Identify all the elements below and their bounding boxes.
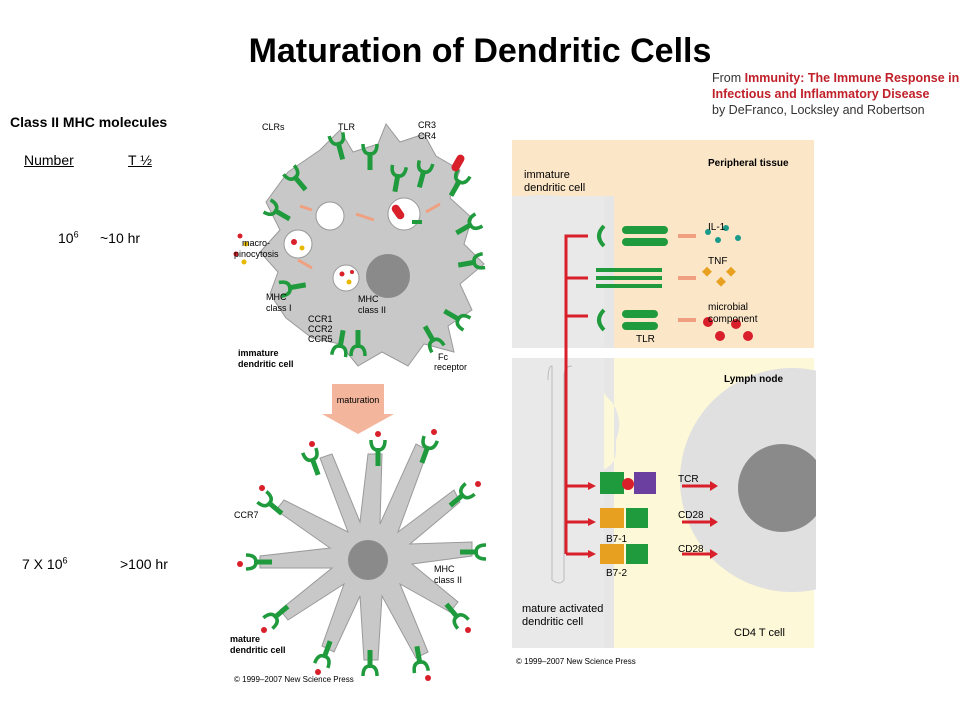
mature-mhc-half-life: >100 hr	[120, 556, 168, 572]
cd28-label-1: CD28	[678, 510, 704, 521]
tlr-receptor-icon	[597, 308, 658, 332]
macropinocytosis-label-1: macro-	[242, 238, 270, 248]
arrow-icon	[355, 212, 375, 222]
b72-cd28-complex-icon	[600, 544, 648, 564]
tlr-label: TLR	[338, 122, 356, 132]
tnf-label: TNF	[708, 256, 727, 267]
mhc-table-heading: Class II MHC molecules	[10, 114, 168, 130]
tcr-mhc-complex-icon	[600, 472, 656, 494]
immature-mhc-half-life: ~10 hr	[100, 230, 141, 246]
mature-nucleus-icon	[348, 540, 388, 580]
dendritic-cell-maturation-figure: CLRs TLR CR3 CR4 macro- pinocytosis MHC …	[230, 120, 488, 684]
fc-receptor-label-1: Fc	[438, 352, 448, 362]
b72-label: B7-2	[606, 568, 628, 579]
macropinocytosis-label-2: pinocytosis	[234, 249, 279, 259]
right-copyright: © 1999–2007 New Science Press	[516, 657, 636, 666]
tnf-ligand-icon	[702, 266, 736, 287]
peripheral-tissue-label: Peripheral tissue	[708, 158, 789, 169]
right-mature-label-2: dendritic cell	[522, 616, 583, 628]
right-immature-label-1: immature	[524, 169, 570, 181]
ccr5-label: CCR5	[308, 334, 333, 344]
t-cell-nucleus-icon	[738, 444, 816, 532]
vacuole-icon	[283, 229, 313, 259]
tnf-receptor-icon	[596, 268, 662, 288]
arrow-icon	[299, 204, 313, 212]
mature-mhc2-label-1: MHC	[434, 564, 455, 574]
cd4-t-cell-label: CD4 T cell	[734, 627, 785, 639]
b71-label: B7-1	[606, 534, 628, 545]
mhc1-label-2: class I	[266, 303, 292, 313]
ccr7-label: CCR7	[234, 510, 259, 520]
mhc2-label-2: class II	[358, 305, 386, 315]
immature-mhc-number: 106	[58, 229, 79, 246]
immature-nucleus-icon	[366, 254, 410, 298]
il1-label: IL-1	[708, 222, 726, 233]
microbial-component-icon	[703, 317, 753, 341]
mhc1-label-1: MHC	[266, 292, 287, 302]
citation-authors: by DeFranco, Locksley and Robertson	[712, 103, 925, 117]
signal-pathway-icon	[564, 234, 592, 556]
endosome-icon	[332, 264, 360, 292]
cd28-label-2: CD28	[678, 544, 704, 555]
il1-ligand-icon	[705, 225, 741, 243]
right-immature-label-2: dendritic cell	[524, 182, 585, 194]
cr4-label: CR4	[418, 131, 436, 141]
left-copyright: © 1999–2007 New Science Press	[234, 675, 354, 684]
immature-cell-body	[259, 123, 485, 367]
tcr-label: TCR	[678, 474, 699, 485]
right-mature-label-1: mature activated	[522, 603, 603, 615]
cr3-label: CR3	[418, 120, 436, 130]
arrow-icon	[425, 202, 441, 214]
il1-receptor-icon	[597, 224, 668, 248]
mhc2-label-1: MHC	[358, 294, 379, 304]
half-life-column-header: T ½	[128, 152, 152, 168]
page-title: Maturation of Dendritic Cells	[248, 32, 712, 70]
clrs-label: CLRs	[262, 122, 285, 132]
ccr2-label: CCR2	[308, 324, 333, 334]
fc-receptor-label-2: receptor	[434, 362, 467, 372]
number-column-header: Number	[24, 152, 74, 168]
immature-cell-label-1: immature	[238, 348, 279, 358]
lymph-node-label: Lymph node	[724, 374, 784, 385]
citation-book: Immunity: The Immune Response in Infecti…	[712, 71, 960, 101]
mature-cell-label-1: mature	[230, 634, 260, 644]
mature-cell-label-2: dendritic cell	[230, 645, 286, 655]
mature-mhc-number: 7 X 106	[22, 555, 68, 572]
arrow-icon	[297, 258, 313, 270]
citation-prefix: From	[712, 71, 745, 85]
b71-cd28-complex-icon	[600, 508, 648, 528]
phagosome-icon	[315, 201, 345, 231]
book-citation: From Immunity: The Immune Response in In…	[712, 70, 960, 118]
immature-cell-label-2: dendritic cell	[238, 359, 294, 369]
mature-mhc2-label-2: class II	[434, 575, 462, 585]
maturation-label: maturation	[337, 395, 380, 405]
microbial-label-2: component	[708, 314, 758, 325]
microbial-label-1: microbial	[708, 302, 748, 313]
dendritic-cell-signaling-figure: immature dendritic cell Peripheral tissu…	[512, 140, 816, 666]
maturation-arrow-icon	[322, 384, 394, 434]
ccr1-label: CCR1	[308, 314, 333, 324]
right-tlr-label: TLR	[636, 334, 655, 345]
